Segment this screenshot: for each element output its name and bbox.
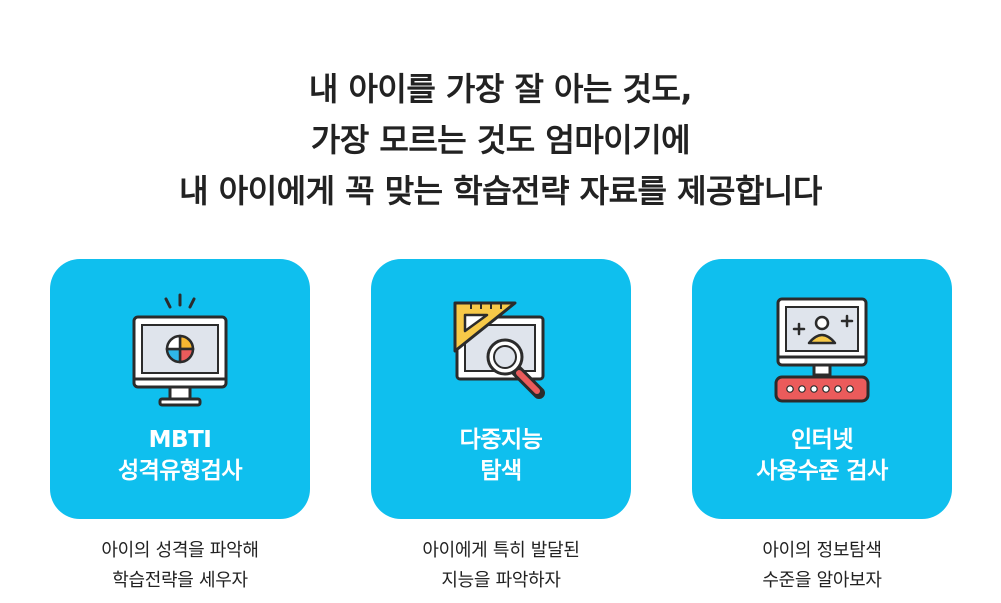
card-internet-usage[interactable]: 인터넷 사용수준 검사 xyxy=(692,259,952,519)
card-title-line-1: 다중지능 xyxy=(459,427,543,453)
card-title-line-1: MBTI xyxy=(148,427,212,453)
card-title-line-2: 탐색 xyxy=(480,458,522,484)
card-description-line-2: 지능을 파악하자 xyxy=(441,570,561,591)
headline-line-1: 내 아이를 가장 잘 아는 것도, xyxy=(308,70,693,108)
card-title-line-1: 인터넷 xyxy=(791,427,853,453)
card-description-line-1: 아이에게 특히 발달된 xyxy=(422,540,580,561)
card-description-line-2: 수준을 알아보자 xyxy=(762,570,882,591)
card-description: 아이의 정보탐색 수준을 알아보자 xyxy=(692,536,952,596)
card-title-line-2: 사용수준 검사 xyxy=(756,458,888,484)
card-mbti[interactable]: MBTI 성격유형검사 xyxy=(50,259,310,519)
card-description: 아이의 성격을 파악해 학습전략을 세우자 xyxy=(50,536,310,596)
card-title: 인터넷 사용수준 검사 xyxy=(692,425,952,487)
card-description-line-1: 아이의 성격을 파악해 xyxy=(101,540,259,561)
card-title: MBTI 성격유형검사 xyxy=(50,425,310,487)
headline-line-3: 내 아이에게 꼭 맞는 학습전략 자료를 제공합니다 xyxy=(179,172,822,210)
card-multiple-intelligence[interactable]: 다중지능 탐색 xyxy=(371,259,631,519)
card-title: 다중지능 탐색 xyxy=(371,425,631,487)
monitor-personality-chart-icon xyxy=(132,293,228,407)
monitor-keyboard-user-icon xyxy=(774,297,870,403)
headline: 내 아이를 가장 잘 아는 것도, 가장 모르는 것도 엄마이기에 내 아이에게… xyxy=(0,64,1001,217)
card-description-line-2: 학습전략을 세우자 xyxy=(112,570,248,591)
headline-line-2: 가장 모르는 것도 엄마이기에 xyxy=(310,121,691,159)
card-description-line-1: 아이의 정보탐색 xyxy=(762,540,882,561)
card-title-line-2: 성격유형검사 xyxy=(118,458,242,484)
card-description: 아이에게 특히 발달된 지능을 파악하자 xyxy=(371,536,631,596)
ruler-magnifier-icon xyxy=(453,301,545,399)
